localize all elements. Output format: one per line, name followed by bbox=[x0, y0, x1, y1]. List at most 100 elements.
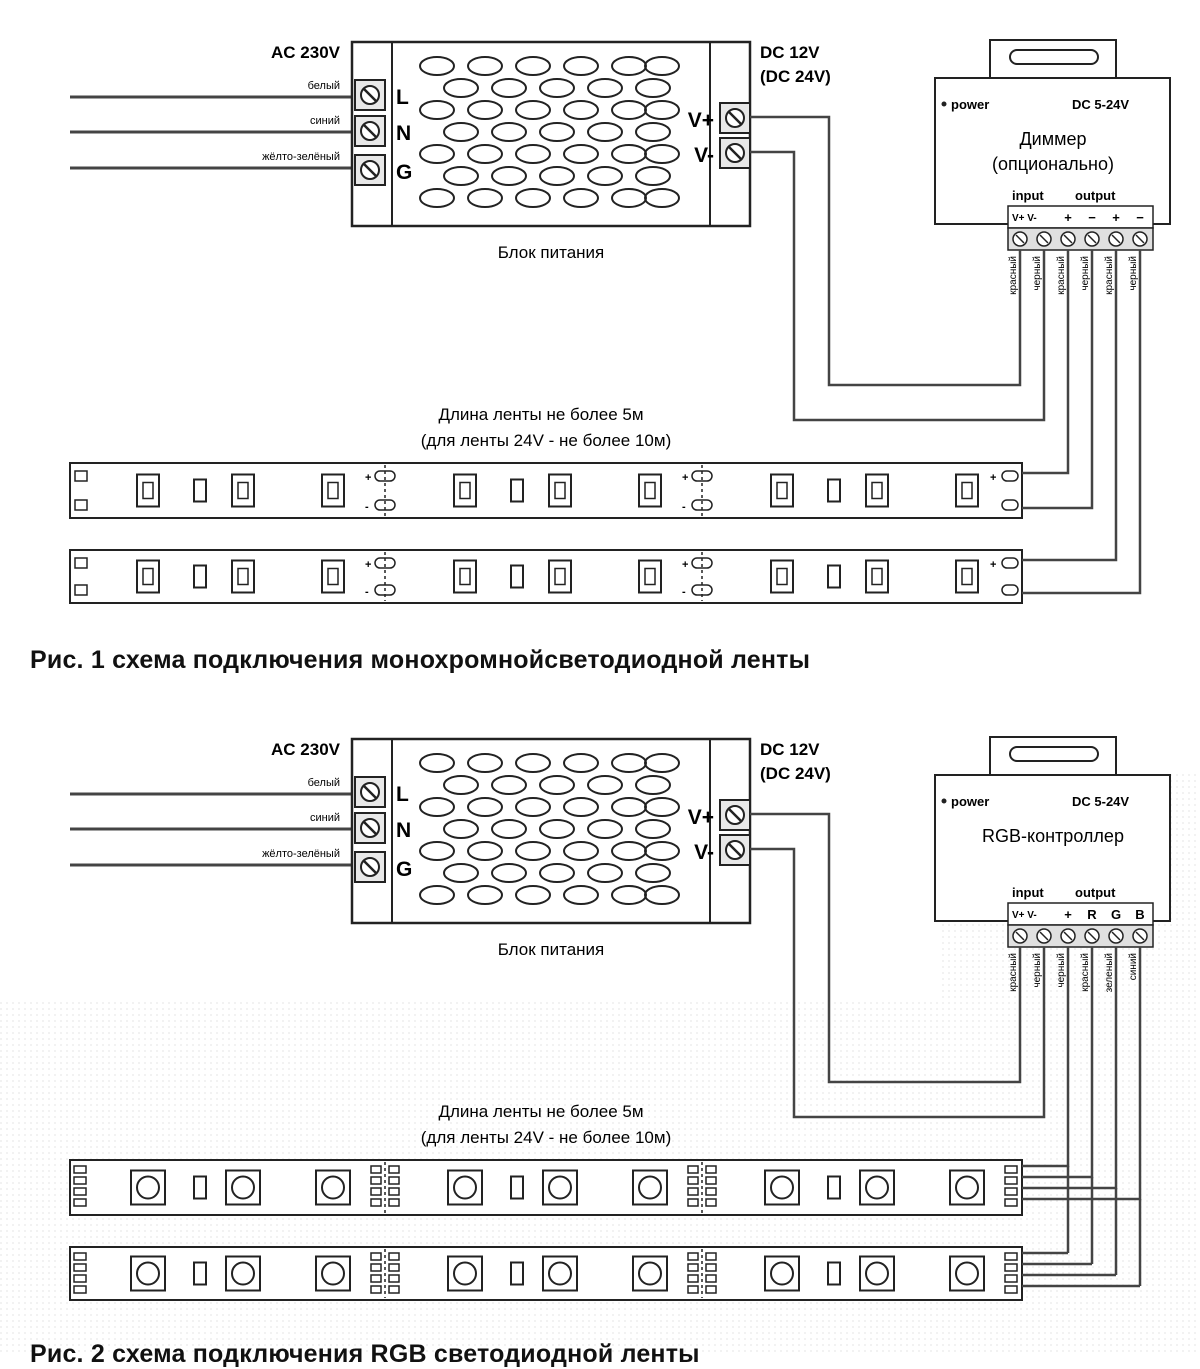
psu-vent-hole bbox=[644, 100, 680, 120]
led-strip-pad bbox=[1001, 584, 1019, 596]
controller-wire-color-label: красный bbox=[1080, 953, 1091, 992]
psu-vent-hole bbox=[644, 144, 680, 164]
controller-to-strip-wire bbox=[1022, 250, 1070, 475]
led-strip-pad bbox=[1004, 1187, 1018, 1196]
psu-vent-hole bbox=[515, 144, 551, 164]
led-chip-die bbox=[459, 481, 471, 500]
strip-pad-label: + bbox=[682, 559, 688, 571]
strip-cut-pad bbox=[370, 1198, 382, 1207]
strip-pad-label: + bbox=[682, 472, 688, 484]
led-chip-die bbox=[871, 567, 883, 586]
psu-vent-hole bbox=[635, 863, 671, 883]
led-chip-die bbox=[871, 481, 883, 500]
psu-input-terminal-slot bbox=[362, 859, 378, 875]
strip-cut-pad bbox=[691, 557, 713, 569]
psu-input-terminal-slot bbox=[362, 784, 378, 800]
controller-input-label: input bbox=[1012, 188, 1044, 203]
psu-vent-hole bbox=[419, 144, 455, 164]
controller-terminal-slot bbox=[1087, 234, 1097, 244]
psu-vent-hole bbox=[635, 166, 671, 186]
led-chip bbox=[770, 473, 794, 508]
psu-body bbox=[350, 737, 752, 925]
led-chip bbox=[542, 1169, 578, 1206]
figure-1-caption: Рис. 1 схема подключения монохромнойсвет… bbox=[30, 646, 811, 674]
psu-output-terminal-slot bbox=[727, 842, 743, 858]
led-resistor bbox=[193, 1261, 207, 1286]
strip-cut-pad bbox=[687, 1285, 699, 1294]
led-strip-pad bbox=[1004, 1263, 1018, 1272]
psu-vent-hole bbox=[467, 100, 503, 120]
led-chip bbox=[865, 473, 889, 508]
led-strip-pad bbox=[74, 557, 88, 569]
psu-vent-hole bbox=[563, 144, 599, 164]
dc-voltage-label: DC 12V bbox=[760, 740, 820, 759]
led-strip bbox=[69, 1159, 1023, 1216]
led-chip bbox=[453, 473, 477, 508]
strip-cut-pad bbox=[687, 1198, 699, 1207]
strip-cut-pad bbox=[370, 1252, 382, 1261]
controller-power-label: power bbox=[951, 794, 989, 809]
strip-length-note: Длина ленты не более 5м bbox=[438, 405, 643, 424]
controller-terminal-slot bbox=[1015, 234, 1025, 244]
led-resistor bbox=[510, 1261, 524, 1286]
led-chip bbox=[231, 473, 255, 508]
led-chip bbox=[225, 1169, 261, 1206]
led-chip bbox=[632, 1169, 668, 1206]
strip-pad-label: + bbox=[365, 559, 371, 571]
led-resistor bbox=[827, 1261, 841, 1286]
psu-vent-hole bbox=[467, 56, 503, 76]
psu-vent-hole bbox=[467, 885, 503, 905]
strip-cut-pad bbox=[687, 1187, 699, 1196]
controller-wire-color-label: черный bbox=[1032, 953, 1043, 988]
controller-wire-color-label: черный bbox=[1032, 256, 1043, 291]
ac-voltage-label: AC 230V bbox=[271, 740, 341, 759]
led-resistor bbox=[193, 478, 207, 503]
psu-vent-hole bbox=[467, 797, 503, 817]
psu-vent-hole bbox=[539, 166, 575, 186]
led-chip bbox=[130, 1169, 166, 1206]
led-chip-lens bbox=[231, 1175, 255, 1200]
dc-voltage-label-alt: (DC 24V) bbox=[760, 764, 831, 783]
controller-output-pin: R bbox=[1087, 907, 1097, 922]
strip-cut-pad bbox=[374, 557, 396, 569]
controller-output-pin: − bbox=[1088, 210, 1096, 225]
psu-output-label: V+ bbox=[688, 109, 714, 132]
led-strip-pad bbox=[1004, 1252, 1018, 1261]
psu-terminal-letter: L bbox=[396, 783, 409, 806]
led-chip bbox=[632, 1255, 668, 1292]
led-resistor bbox=[193, 1175, 207, 1200]
led-strip-pad bbox=[73, 1187, 87, 1196]
led-chip-lens bbox=[231, 1261, 255, 1286]
led-chip-die bbox=[142, 567, 154, 586]
dc-voltage-label: DC 12V bbox=[760, 43, 820, 62]
psu-vent-hole bbox=[443, 78, 479, 98]
strip-cut-pad bbox=[705, 1198, 717, 1207]
psu-vent-hole bbox=[587, 863, 623, 883]
strip-cut-pad bbox=[374, 470, 396, 482]
psu-to-controller-wire-minus bbox=[750, 847, 1046, 1119]
psu-vent-hole bbox=[467, 753, 503, 773]
controller-to-strip-wire bbox=[1022, 250, 1118, 562]
controller-terminal-slot bbox=[1087, 931, 1097, 941]
led-chip-lens bbox=[136, 1175, 160, 1200]
psu-to-controller-wire-plus bbox=[750, 812, 1022, 1084]
strip-cut-pad bbox=[370, 1187, 382, 1196]
psu-vent-hole bbox=[587, 122, 623, 142]
psu-vent-hole bbox=[644, 841, 680, 861]
psu-label: Блок питания bbox=[498, 243, 605, 262]
led-strip-pad bbox=[74, 584, 88, 596]
led-chip-lens bbox=[955, 1175, 979, 1200]
psu-vent-hole bbox=[563, 100, 599, 120]
mains-wire-label: синий bbox=[310, 812, 340, 824]
led-chip bbox=[231, 559, 255, 594]
mains-wire-label: жёлто-зелёный bbox=[262, 848, 340, 860]
psu-vent-hole bbox=[419, 56, 455, 76]
controller-power-led bbox=[941, 798, 947, 804]
led-chip bbox=[321, 559, 345, 594]
strip-cut-pad bbox=[687, 1263, 699, 1272]
led-chip bbox=[315, 1255, 351, 1292]
led-chip bbox=[136, 559, 160, 594]
controller-title: RGB-контроллер bbox=[982, 826, 1124, 846]
led-chip bbox=[770, 559, 794, 594]
